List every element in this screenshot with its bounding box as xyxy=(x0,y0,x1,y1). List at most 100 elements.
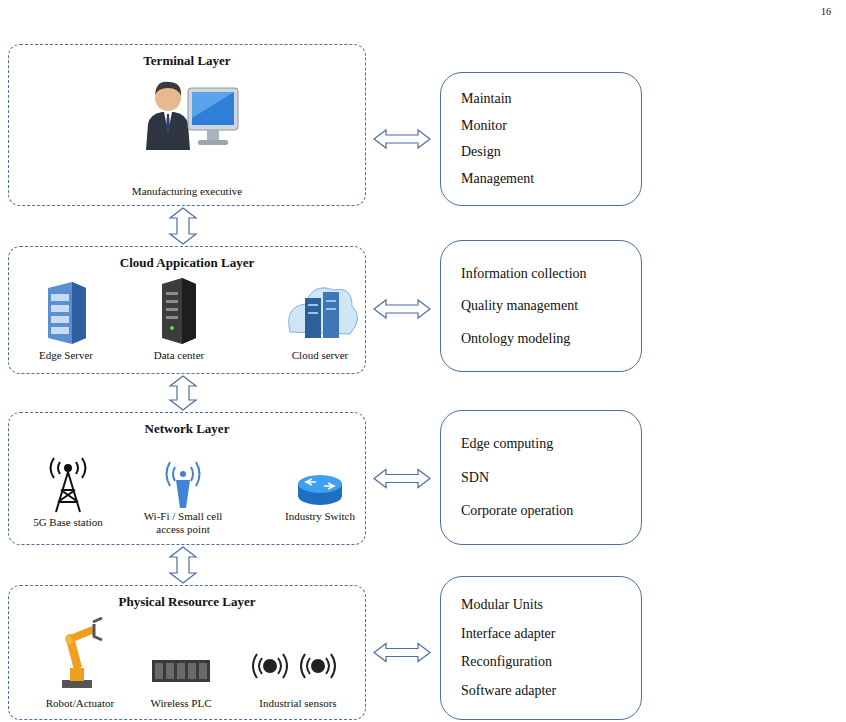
robot-icon xyxy=(62,618,102,688)
datacenter-icon xyxy=(166,300,178,303)
layer-title: Physical Resource Layer xyxy=(9,594,365,610)
person-icon xyxy=(155,82,181,96)
icon-caption: Data center xyxy=(134,349,224,362)
cloud-server-icon xyxy=(305,298,321,338)
tower-icon xyxy=(51,458,86,478)
wifi-icon xyxy=(180,471,186,477)
plc-icon xyxy=(199,663,207,679)
icon-caption: Edge Server xyxy=(21,349,111,362)
layer-title: Cloud Appication Layer xyxy=(9,255,365,271)
icon-caption: Wireless PLC xyxy=(131,697,231,710)
sensor-icon xyxy=(253,654,287,678)
icon-caption: Wi-Fi / Small cell access point xyxy=(133,510,233,536)
function-item: Information collection xyxy=(461,266,631,282)
cloud-server-icon xyxy=(308,312,318,314)
cloud-server-icon xyxy=(308,304,318,306)
monitor-icon xyxy=(207,130,219,140)
cloud-server-icon xyxy=(326,300,336,302)
double-arrow xyxy=(374,644,430,662)
wifi-icon xyxy=(176,480,190,508)
double-arrow xyxy=(374,130,430,148)
double-arrow xyxy=(374,470,430,488)
wifi-icon xyxy=(167,462,200,486)
function-item: SDN xyxy=(461,470,631,486)
switch-icon xyxy=(298,475,342,493)
function-item: Interface adapter xyxy=(461,626,631,642)
monitor-icon xyxy=(192,92,234,125)
sensor-icon xyxy=(264,660,276,672)
robot-icon xyxy=(70,626,95,642)
layer-title: Network Layer xyxy=(9,421,365,437)
tower-icon xyxy=(51,458,86,512)
robot-icon xyxy=(62,680,92,688)
layer-box: Terminal Layer xyxy=(8,44,366,206)
server-icon xyxy=(51,316,69,323)
robot-icon xyxy=(70,668,84,681)
server-icon xyxy=(51,305,69,312)
wifi-icon xyxy=(167,462,200,508)
sensor-icon xyxy=(312,660,324,672)
function-item: Management xyxy=(461,171,631,187)
icon-caption: 5G Base station xyxy=(18,516,118,529)
server-icon xyxy=(51,294,69,301)
datacenter-icon xyxy=(166,316,178,319)
datacenter-icon xyxy=(166,308,178,311)
sensor-icon xyxy=(253,654,335,678)
function-item: Monitor xyxy=(461,118,631,134)
robot-icon xyxy=(93,618,102,640)
function-item: Maintain xyxy=(461,91,631,107)
plc-icon xyxy=(155,663,163,679)
person-icon xyxy=(164,112,172,132)
double-arrow xyxy=(374,300,430,318)
plc-icon xyxy=(188,663,196,679)
server-icon xyxy=(48,282,86,344)
function-item: Corporate operation xyxy=(461,503,631,519)
double-arrow xyxy=(170,547,196,583)
icon-caption: Cloud server xyxy=(275,349,365,362)
icon-caption: Industry Switch xyxy=(270,510,370,523)
plc-icon xyxy=(177,663,185,679)
datacenter-icon xyxy=(162,278,196,344)
monitor-icon xyxy=(192,92,234,118)
function-box: Edge computingSDN Corporate operation xyxy=(440,410,642,545)
function-box: Modular UnitsInterface adapterReconfigur… xyxy=(440,576,642,720)
function-item: Ontology modeling xyxy=(461,331,631,347)
plc-icon xyxy=(152,660,210,682)
cloud-server-icon xyxy=(323,292,339,338)
server-icon xyxy=(48,282,86,344)
icon-caption: Manufacturing executive xyxy=(107,185,267,198)
monitor-icon xyxy=(198,140,228,145)
datacenter-icon xyxy=(170,326,174,330)
datacenter-icon xyxy=(182,278,196,344)
switch-icon xyxy=(306,479,334,489)
function-item: Edge computing xyxy=(461,436,631,452)
monitor-icon xyxy=(188,88,238,130)
person-icon xyxy=(146,82,190,150)
tower-icon xyxy=(56,472,80,512)
function-box: MaintainMonitorDesignManagement xyxy=(440,72,642,206)
person-icon xyxy=(166,114,170,131)
icon-caption: Industrial sensors xyxy=(243,697,353,710)
function-item: Modular Units xyxy=(461,597,631,613)
tower-icon xyxy=(65,465,71,471)
double-arrow xyxy=(170,376,196,410)
function-box: Information collectionQuality management… xyxy=(440,240,642,372)
server-icon xyxy=(72,282,86,344)
monitor-icon xyxy=(188,88,238,145)
function-item: Reconfiguration xyxy=(461,654,631,670)
plc-icon xyxy=(152,660,210,682)
switch-icon xyxy=(298,475,342,505)
datacenter-icon xyxy=(162,278,196,344)
function-item: Design xyxy=(461,144,631,160)
page-number: 16 xyxy=(811,5,841,18)
datacenter-icon xyxy=(166,292,178,295)
icon-caption: Robot/Actuator xyxy=(30,697,130,710)
function-item: Software adapter xyxy=(461,683,631,699)
double-arrow xyxy=(170,208,196,244)
person-icon xyxy=(146,112,190,150)
server-icon xyxy=(51,327,69,334)
cloud-server-icon xyxy=(326,308,336,310)
